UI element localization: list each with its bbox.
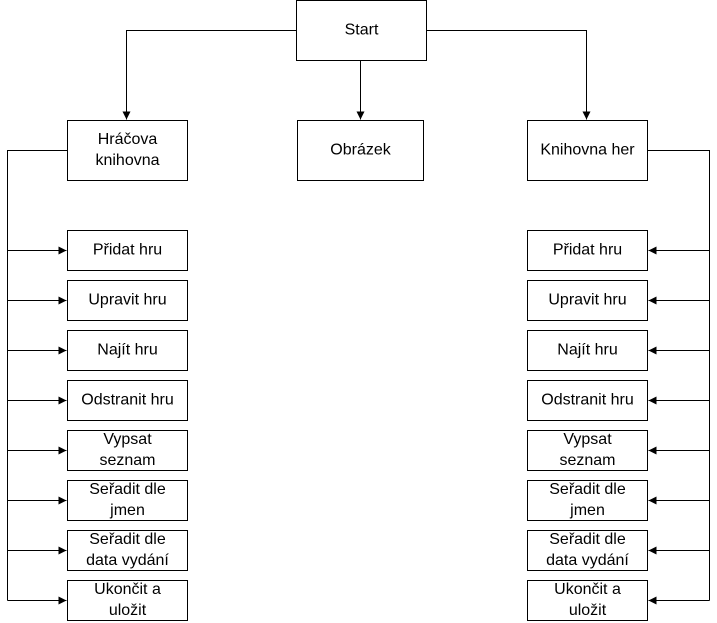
image-node: Obrázek <box>297 120 424 181</box>
right-item-6: Seřadit dle jmen <box>527 480 648 521</box>
left-item-3: Najít hru <box>67 330 188 371</box>
left-item-8-label: Ukončit a <box>94 581 161 598</box>
games-library-node-box <box>527 120 648 181</box>
left-item-4-box <box>67 380 188 421</box>
right-item-7: Seřadit dle data vydání <box>527 530 648 571</box>
left-item-5-label: seznam <box>99 452 155 469</box>
right-item-3-label: Najít hru <box>557 342 617 359</box>
left-item-7-label: Seřadit dle <box>89 531 166 548</box>
players-library-node-label: knihovna <box>95 152 159 169</box>
image-node-label: Obrázek <box>330 142 391 159</box>
players-library-node: Hráčova knihovna <box>67 120 188 181</box>
left-item-8-box <box>67 580 188 621</box>
left-trunk <box>7 150 68 601</box>
right-item-7-label: data vydání <box>546 552 629 569</box>
right-item-1: Přidat hru <box>527 230 648 271</box>
players-library-node-box <box>67 120 188 181</box>
left-item-6-label: jmen <box>109 502 145 519</box>
left-item-7-label: data vydání <box>86 552 169 569</box>
left-item-4: Odstranit hru <box>67 380 188 421</box>
right-item-6-box <box>527 480 648 521</box>
right-item-4-box <box>527 380 648 421</box>
left-item-8-label: uložit <box>109 602 147 619</box>
right-item-4: Odstranit hru <box>527 380 648 421</box>
left-item-1-label: Přidat hru <box>93 242 162 259</box>
left-item-5-box <box>67 430 188 471</box>
right-item-2: Upravit hru <box>527 280 648 321</box>
left-item-5: Vypsat seznam <box>67 430 188 471</box>
right-item-6-label: Seřadit dle <box>549 481 626 498</box>
right-item-1-label: Přidat hru <box>553 242 622 259</box>
right-item-5-label: seznam <box>559 452 615 469</box>
right-item-5-label: Vypsat <box>563 431 612 448</box>
right-item-1-box <box>527 230 648 271</box>
right-item-5-box <box>527 430 648 471</box>
games-library-node: Knihovna her <box>527 120 648 181</box>
right-item-8: Ukončit a uložit <box>527 580 648 621</box>
right-item-8-box <box>527 580 648 621</box>
right-item-7-box <box>527 530 648 571</box>
start-node-box <box>296 0 427 61</box>
left-item-5-label: Vypsat <box>103 431 152 448</box>
right-item-8-label: uložit <box>569 602 607 619</box>
left-item-8: Ukončit a uložit <box>67 580 188 621</box>
left-item-6-box <box>67 480 188 521</box>
left-item-4-label: Odstranit hru <box>81 392 173 409</box>
right-item-7-label: Seřadit dle <box>549 531 626 548</box>
right-item-6-label: jmen <box>569 502 605 519</box>
start-node-label: Start <box>345 22 379 39</box>
right-item-2-label: Upravit hru <box>548 292 626 309</box>
right-item-4-label: Odstranit hru <box>541 392 633 409</box>
left-item-7: Seřadit dle data vydání <box>67 530 188 571</box>
left-item-6: Seřadit dle jmen <box>67 480 188 521</box>
left-item-7-box <box>67 530 188 571</box>
right-trunk <box>647 150 710 601</box>
games-library-node-label: Knihovna her <box>540 142 635 159</box>
right-item-2-box <box>527 280 648 321</box>
right-item-8-label: Ukončit a <box>554 581 621 598</box>
players-library-node-label: Hráčova <box>98 131 158 148</box>
edge-start-to-players-library <box>122 30 297 120</box>
start-node: Start <box>296 0 427 61</box>
left-item-1: Přidat hru <box>67 230 188 271</box>
left-item-6-label: Seřadit dle <box>89 481 166 498</box>
left-item-2-label: Upravit hru <box>88 292 166 309</box>
right-item-3: Najít hru <box>527 330 648 371</box>
left-item-3-box <box>67 330 188 371</box>
left-item-2-box <box>67 280 188 321</box>
image-node-box <box>297 120 424 181</box>
connectors <box>7 30 710 605</box>
right-item-5: Vypsat seznam <box>527 430 648 471</box>
edge-start-to-games-library <box>426 30 591 120</box>
left-item-3-label: Najít hru <box>97 342 157 359</box>
left-item-1-box <box>67 230 188 271</box>
left-item-2: Upravit hru <box>67 280 188 321</box>
right-item-3-box <box>527 330 648 371</box>
